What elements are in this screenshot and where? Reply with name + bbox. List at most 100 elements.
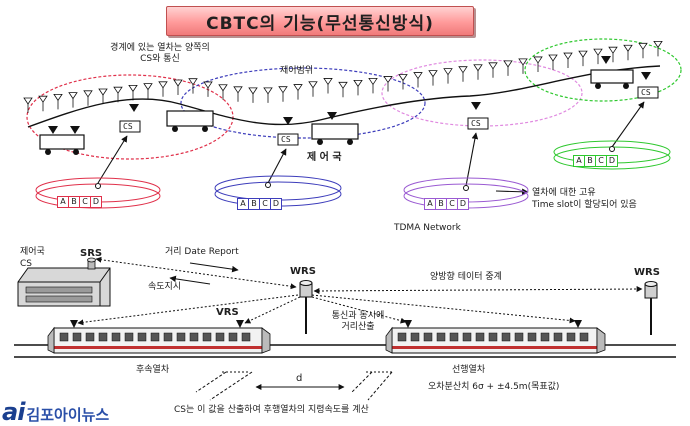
train-window	[150, 332, 160, 342]
srs-label: SRS	[80, 248, 103, 259]
wayside-antenna	[308, 81, 318, 97]
bidirectional-label: 양방향 테이터 중계	[430, 272, 502, 282]
time-slot-a: A	[237, 198, 249, 210]
vrs-label: VRS	[216, 307, 239, 318]
slot-note-line2: Time slot이 할당되어 있음	[532, 200, 637, 210]
wayside-antenna	[593, 48, 603, 65]
time-slot-d: D	[457, 198, 469, 210]
wayside-antenna	[173, 79, 183, 95]
wayside-antenna	[338, 81, 348, 98]
train-window	[423, 332, 433, 342]
slot-note: 열차에 대한 고유 Time slot이 할당되어 있음	[532, 187, 637, 211]
cs-label-3: CS	[471, 119, 481, 128]
train-3	[311, 123, 359, 145]
wayside-antenna	[413, 72, 423, 88]
time-slot-d: D	[606, 155, 618, 167]
train-window	[553, 332, 563, 342]
boundary-note-line2: CS와 통신	[140, 54, 180, 64]
train-4	[590, 69, 634, 89]
track-line	[27, 65, 661, 128]
wayside-antenna	[38, 95, 48, 112]
cs-boxes	[119, 86, 659, 146]
logo-name: 김포아이뉴스	[26, 406, 110, 424]
train-window	[579, 332, 589, 342]
cs-label-4: CS	[641, 88, 651, 97]
wrs-pole-right	[644, 281, 658, 335]
comm-line1: 통신과 동시에	[331, 311, 385, 321]
train-window	[410, 332, 420, 342]
distance-markers	[195, 371, 393, 401]
train-window	[462, 332, 472, 342]
distance-report-label: 거리 Date Report	[165, 247, 239, 257]
train-antennas	[48, 56, 651, 134]
train-window	[228, 332, 238, 342]
time-slot-b: B	[584, 155, 596, 167]
coverage-zone-blue	[180, 67, 426, 139]
cs-calc-note: CS는 이 값을 산출하여 후행열차의 지령속도를 계산	[174, 405, 369, 415]
cs-label-2: CS	[281, 135, 291, 144]
time-slot-d: D	[90, 196, 102, 208]
rear-train	[47, 320, 271, 354]
logo-mark: ai	[2, 398, 25, 426]
coverage-zone-green	[524, 38, 682, 102]
wrs-label-center: WRS	[290, 266, 316, 277]
train-window	[72, 332, 82, 342]
cs-label-1: CS	[123, 122, 133, 131]
wayside-antenna	[518, 58, 528, 74]
wayside-antenna	[353, 79, 363, 96]
wayside-antenna	[638, 42, 648, 59]
train-window	[540, 332, 550, 342]
comm-distance-label: 통신과 동시에 거리산출	[318, 311, 398, 333]
train-window	[241, 332, 251, 342]
train-window	[124, 332, 134, 342]
train-window	[488, 332, 498, 342]
command-arrows	[169, 262, 239, 285]
control-station-line2: CS	[20, 259, 32, 269]
wayside-antenna	[23, 97, 33, 113]
wayside-antenna	[293, 84, 303, 100]
wayside-antenna	[548, 54, 558, 71]
comm-line2: 거리산출	[341, 322, 375, 332]
wayside-antenna	[608, 46, 618, 63]
control-station-line1: 제어국	[20, 247, 45, 257]
wayside-antenna	[368, 78, 378, 94]
wayside-antenna	[128, 85, 138, 101]
wayside-antenna	[113, 86, 123, 103]
speed-command-label: 속도지시	[148, 282, 182, 292]
time-slot-d: D	[270, 198, 282, 210]
wayside-antenna	[278, 86, 288, 102]
lead-train	[385, 320, 606, 354]
wayside-antenna	[248, 87, 258, 103]
control-station-building	[17, 257, 111, 307]
train-window	[202, 332, 212, 342]
control-station-label: 제 어 국	[307, 152, 342, 163]
wayside-antenna	[203, 81, 213, 97]
rear-train-label: 후속열차	[136, 365, 170, 375]
wayside-antenna	[98, 88, 108, 104]
wayside-antenna	[563, 52, 573, 69]
train-window	[137, 332, 147, 342]
comm-links	[77, 256, 643, 326]
train-window	[397, 332, 407, 342]
wayside-antenna	[323, 78, 333, 94]
slot-note-line1: 열차에 대한 고유	[532, 188, 596, 198]
wayside-antenna	[53, 94, 63, 110]
train-window	[59, 332, 69, 342]
wayside-antennas	[23, 40, 663, 113]
train-window	[189, 332, 199, 342]
wayside-antenna	[533, 56, 543, 72]
wayside-antenna	[653, 40, 663, 57]
boundary-note: 경계에 있는 열차는 양쪽의 CS와 통신	[90, 43, 230, 65]
wayside-antenna	[263, 87, 273, 103]
lead-train-label: 선행열차	[452, 365, 486, 375]
wrs-label-right: WRS	[634, 267, 660, 278]
wayside-antenna	[383, 76, 393, 92]
wayside-antenna	[83, 90, 93, 106]
wayside-antenna	[428, 70, 438, 86]
train-1	[39, 134, 85, 155]
boundary-note-line1: 경계에 있는 열차는 양쪽의	[110, 43, 210, 53]
error-note: 오차분산치 6σ + ±4.5m(목표값)	[428, 382, 560, 392]
train-window	[176, 332, 186, 342]
train-window	[514, 332, 524, 342]
distance-symbol: d	[296, 373, 303, 384]
